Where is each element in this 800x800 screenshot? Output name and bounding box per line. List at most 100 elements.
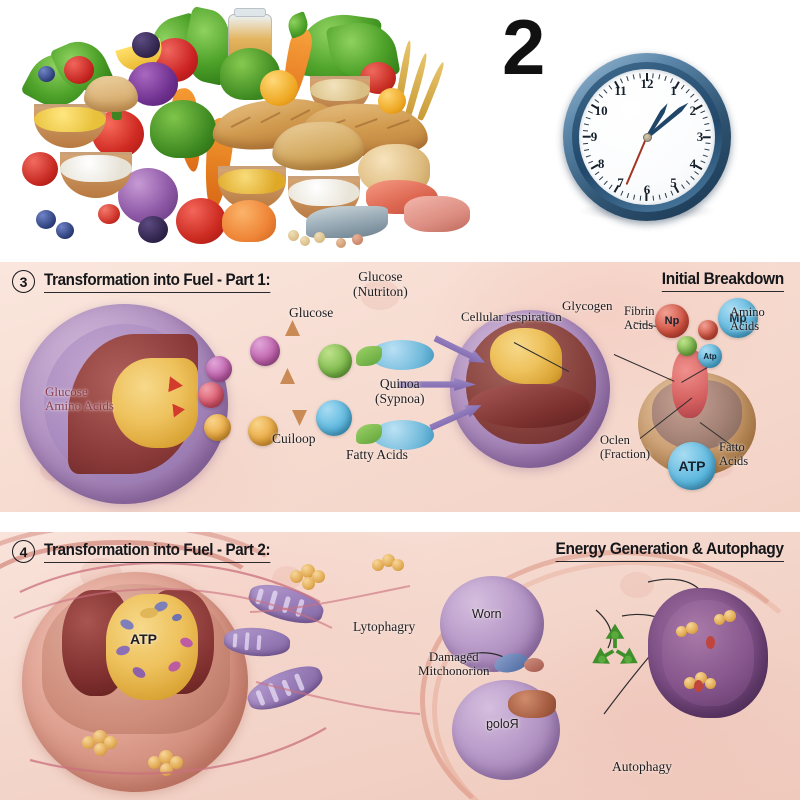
clock-numeral-2: 2 xyxy=(689,102,697,118)
label-glycogen: Glycogen xyxy=(562,298,613,313)
blueberry-icon xyxy=(38,66,55,82)
nutrient-sphere-orange xyxy=(248,416,278,446)
label-worn: Worn xyxy=(472,607,502,621)
clock-tick xyxy=(620,190,624,196)
autophagosome-worn xyxy=(440,576,544,672)
conversion-arrow-icon xyxy=(285,320,300,336)
clock-numeral-3: 3 xyxy=(696,129,704,144)
chickpea-grains xyxy=(310,79,370,101)
label-amino-acids: Amino Acids xyxy=(730,305,765,333)
clock-tick xyxy=(664,192,668,199)
clock-tick xyxy=(603,88,608,94)
clock-tick xyxy=(583,148,590,151)
corn-bowl-icon xyxy=(34,104,106,148)
broccoli-icon xyxy=(150,100,216,158)
clock-tick xyxy=(583,123,590,126)
glucose-sphere xyxy=(318,344,352,378)
clock-tick xyxy=(694,98,699,103)
label-glucose-nutrition: Glucose (Nutriton) xyxy=(353,269,408,299)
clock-tick xyxy=(652,195,655,201)
molecule-green-small xyxy=(677,336,697,356)
chickpea-bowl-icon xyxy=(310,76,370,114)
clock-tick xyxy=(626,192,630,199)
clock-center-pin xyxy=(642,132,652,142)
lemon-icon xyxy=(378,88,406,114)
molecule-atp: ATP xyxy=(668,442,716,490)
clock-tick xyxy=(582,135,591,138)
clock-tick xyxy=(598,175,604,181)
molecule-np: Np xyxy=(655,304,689,338)
leader-line xyxy=(613,354,675,382)
clock-tick xyxy=(702,154,708,158)
panel3-header-left: 3 Transformation into Fuel - Part 1: xyxy=(12,270,290,293)
step-number-2: 2 xyxy=(502,3,546,91)
panel-transformation-part-2: 4 Transformation into Fuel - Part 2: Ene… xyxy=(0,532,800,800)
label-fatty-acids: Fatty Acids xyxy=(346,447,408,462)
clock-numeral-12: 12 xyxy=(640,76,654,91)
label-oxygen-fraction: Oclen (Fraction) xyxy=(600,433,650,461)
clock-tick xyxy=(685,88,691,94)
chickpea-icon xyxy=(288,230,299,241)
clock-numeral-8: 8 xyxy=(597,155,605,171)
lentil-grains xyxy=(218,169,286,195)
clock-tick xyxy=(639,73,642,79)
clock-tick xyxy=(632,74,636,80)
clock-tick xyxy=(670,190,674,196)
clock-tick xyxy=(664,75,668,82)
clock-numeral-4: 4 xyxy=(689,155,697,171)
panel3-header-right: Initial Breakdown xyxy=(654,270,784,292)
panel-transformation-part-1: 3 Transformation into Fuel - Part 1: Ini… xyxy=(0,262,800,512)
label-damaged-mitochondrion: Damaged Mitchonorion xyxy=(418,649,490,679)
clock-tick xyxy=(594,171,600,176)
fatty-acid-molecule xyxy=(372,420,434,450)
clock-numeral-7: 7 xyxy=(617,174,624,190)
clock-tick xyxy=(646,73,648,81)
chickpea-icon xyxy=(314,232,325,243)
clock-tick xyxy=(690,93,695,99)
cargo-fragment xyxy=(706,636,715,649)
clock-tick xyxy=(639,195,642,201)
clock-tick xyxy=(603,180,608,186)
clock-tick xyxy=(582,142,589,145)
step-badge-4: 4 xyxy=(12,540,35,563)
molecule-atp-small: Atp xyxy=(698,344,722,368)
fatty-acid-sphere xyxy=(316,400,352,436)
clock-tick xyxy=(694,171,699,176)
meat-cut-icon xyxy=(404,196,470,232)
blackberry-icon xyxy=(132,32,160,58)
strawberry-icon xyxy=(22,152,58,186)
molecule-np-small xyxy=(698,320,718,340)
panel-divider xyxy=(0,512,800,532)
glycogen-cluster xyxy=(82,730,122,758)
lemon-icon xyxy=(260,70,298,106)
nutrient-sphere-magenta xyxy=(250,336,280,366)
panel4-header-right: Energy Generation & Autophagy xyxy=(541,540,784,562)
clock-numeral-1: 1 xyxy=(670,83,677,99)
nutrient-sphere-magenta xyxy=(206,356,232,382)
cristae-structure xyxy=(490,328,562,384)
clock-tick xyxy=(685,180,691,186)
rice-bowl-icon xyxy=(60,152,132,198)
inner-membrane-fold xyxy=(468,384,590,428)
panel3-title-left: Transformation into Fuel - Part 1: xyxy=(44,271,271,293)
molecule-mp: Mp xyxy=(718,298,758,338)
clock-tick xyxy=(690,175,695,181)
jar-lid-icon xyxy=(234,8,266,17)
blackberry-icon xyxy=(138,216,168,243)
label-cuiloop: Cuiloop xyxy=(272,431,316,446)
bread-roll-icon xyxy=(84,76,138,112)
damaged-mito-fragment xyxy=(524,658,544,672)
clock-tick xyxy=(658,74,661,80)
panel-divider xyxy=(0,256,800,262)
pepper-stem-icon xyxy=(112,104,122,120)
bean-icon xyxy=(336,238,346,248)
blueberry-icon xyxy=(56,222,74,239)
recycle-icon xyxy=(584,620,646,680)
food-illustration-panel xyxy=(0,0,480,258)
panel4-title-left: Transformation into Fuel - Part 2: xyxy=(44,541,271,563)
